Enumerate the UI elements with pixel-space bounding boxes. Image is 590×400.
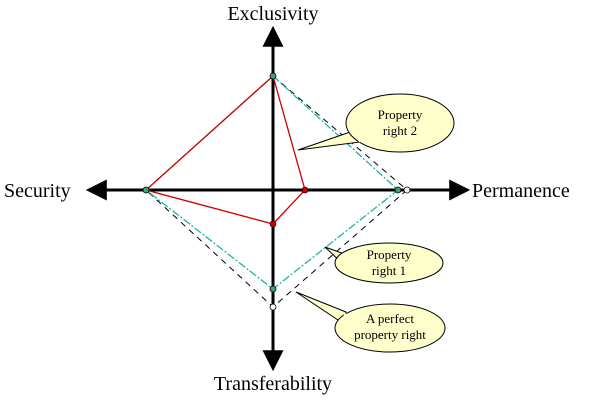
- axis-label-transferability: Transferability: [214, 373, 332, 395]
- callout-bubble: [334, 242, 444, 284]
- callout-text-line-1: Property: [367, 247, 412, 262]
- callout-text-line-1: A perfect: [366, 311, 414, 326]
- vertex-transferability-1: [269, 285, 277, 293]
- callout-text-line-2: right 1: [372, 263, 406, 278]
- callout-perfect-property-right: A perfect property right: [295, 291, 446, 353]
- callout-text-line-2: property right: [354, 327, 426, 342]
- property-right-2-shape: [144, 74, 306, 225]
- vertex-permanence-1: [394, 186, 402, 194]
- vertex-permanence-perfect: [403, 186, 411, 194]
- axis-label-exclusivity: Exclusivity: [227, 3, 318, 25]
- vertex-exclusivity: [269, 72, 277, 80]
- callout-text-line-2: right 2: [383, 123, 417, 138]
- callout-bubble: [345, 93, 455, 153]
- vertex-permanence-2: [301, 186, 309, 194]
- axis-label-security: Security: [4, 180, 71, 202]
- vertex-security: [142, 186, 150, 194]
- vertex-transferability-2: [269, 220, 277, 228]
- axis-label-permanence: Permanence: [472, 180, 570, 202]
- callout-text-line-1: Property: [378, 107, 423, 122]
- callout-bubble: [334, 303, 446, 353]
- vertex-transferability-perfect: [269, 303, 277, 311]
- callout-property-right-1: Property right 1: [324, 242, 444, 284]
- callout-property-right-2: Property right 2: [297, 93, 455, 153]
